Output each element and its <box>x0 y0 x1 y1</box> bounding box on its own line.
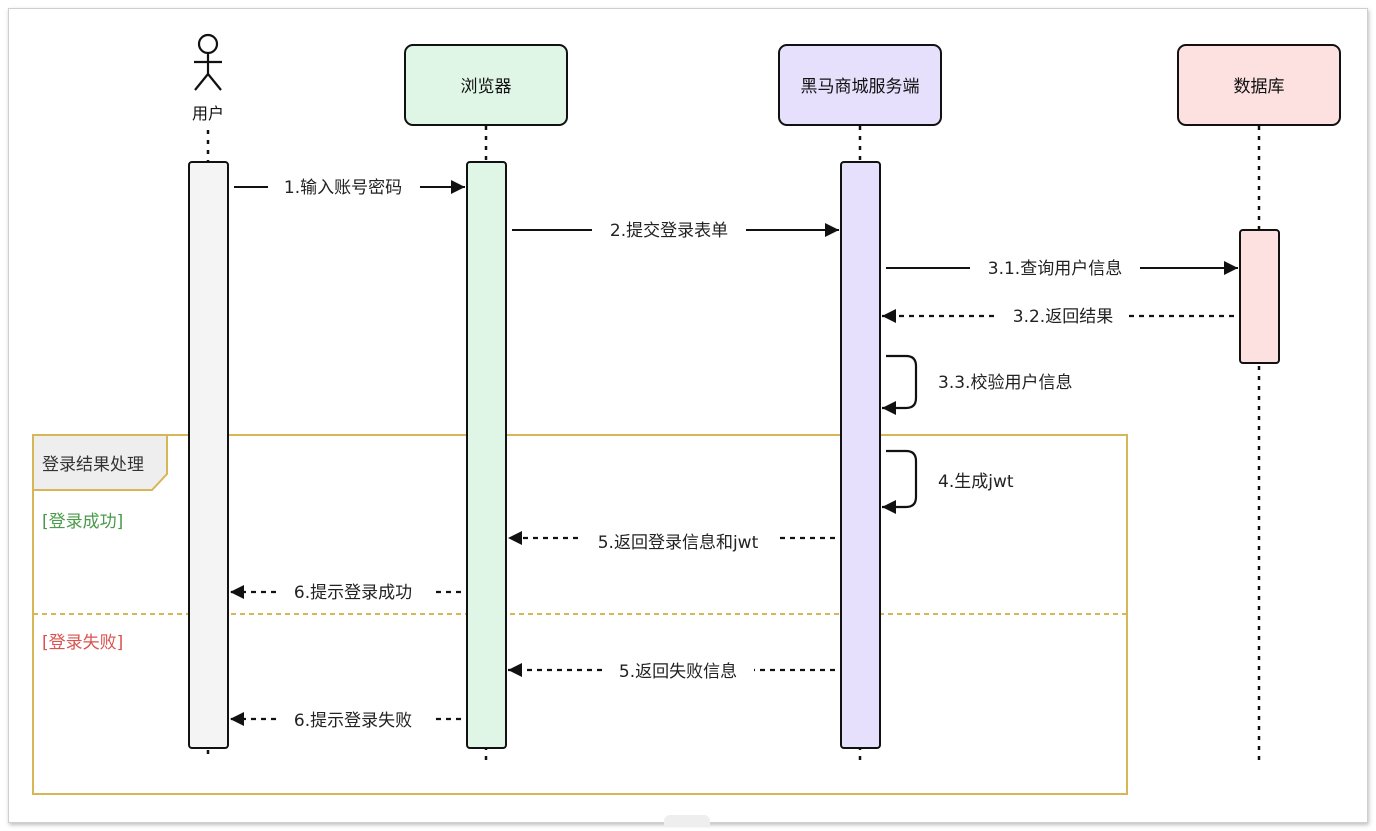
message-6-fail-label: 6.提示登录失败 <box>294 711 412 731</box>
message-4-label: 4.生成jwt <box>938 472 1014 492</box>
page-tab-handle <box>664 815 710 827</box>
participant-server: 黑马商城服务端 <box>778 44 942 126</box>
fragment-title-tab <box>32 434 168 491</box>
browser-label: 浏览器 <box>461 77 512 97</box>
message-1: 1.输入账号密码 <box>234 178 465 198</box>
message-6-success-label: 6.提示登录成功 <box>294 583 412 603</box>
fragment-title: 登录结果处理 <box>42 455 144 475</box>
participant-browser: 浏览器 <box>404 44 568 126</box>
user-label: 用户 <box>192 104 224 123</box>
server-box <box>778 44 942 126</box>
participant-user: 用户 <box>192 33 224 123</box>
message-4: 4.生成jwt <box>882 449 1014 514</box>
database-activation <box>1239 229 1280 364</box>
diagram-frame <box>8 8 1368 823</box>
message-6-fail: 6.提示登录失败 <box>230 711 461 731</box>
message-5-fail-label: 5.返回失败信息 <box>619 662 737 682</box>
browser-box <box>404 44 568 126</box>
alt-fragment: 登录结果处理 [登录成功] [登录失败] <box>32 434 1128 795</box>
fail-guard: [登录失败] <box>42 633 123 653</box>
message-3-3: 3.3.校验用户信息 <box>882 354 1072 415</box>
browser-activation <box>466 161 507 749</box>
message-2-label: 2.提交登录表单 <box>610 221 728 241</box>
message-3-2-label: 3.2.返回结果 <box>1013 307 1113 327</box>
message-6-success: 6.提示登录成功 <box>230 583 461 603</box>
message-5-success-label: 5.返回登录信息和jwt <box>598 533 759 553</box>
success-guard: [登录成功] <box>42 512 123 532</box>
message-3-2: 3.2.返回结果 <box>882 307 1234 327</box>
message-5-success: 5.返回登录信息和jwt <box>508 531 835 553</box>
message-3-3-label: 3.3.校验用户信息 <box>938 373 1072 393</box>
database-box <box>1177 44 1341 126</box>
user-activation <box>188 161 229 749</box>
message-5-fail: 5.返回失败信息 <box>508 662 835 682</box>
participant-database: 数据库 <box>1177 44 1341 126</box>
message-3-1: 3.1.查询用户信息 <box>886 259 1238 279</box>
message-3-1-label: 3.1.查询用户信息 <box>988 259 1122 279</box>
message-2: 2.提交登录表单 <box>512 221 839 241</box>
database-label: 数据库 <box>1234 77 1285 97</box>
message-1-label: 1.输入账号密码 <box>284 178 402 198</box>
server-label: 黑马商城服务端 <box>801 77 920 97</box>
server-activation <box>840 161 881 749</box>
actor-icon <box>194 33 222 91</box>
